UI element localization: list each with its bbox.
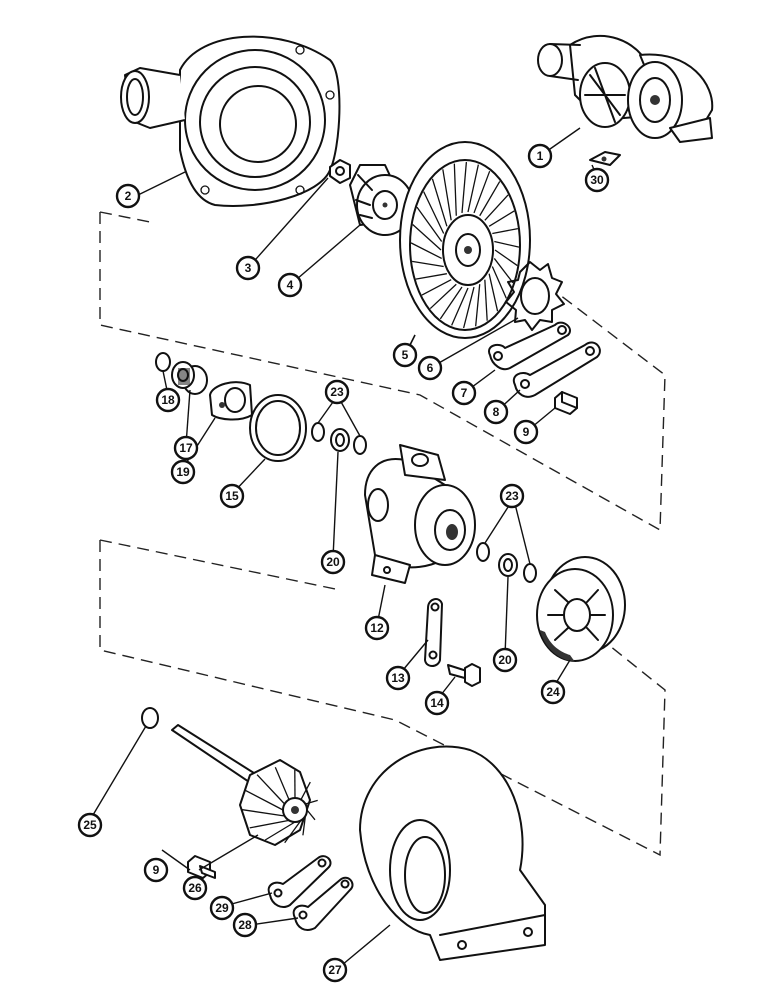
callout-12: 12: [364, 615, 390, 641]
callout-2: 2: [115, 183, 141, 209]
backplate-5: [399, 141, 531, 339]
callout-20-lower: 20: [492, 647, 518, 673]
heat-shroud-24: [536, 556, 626, 662]
bolt-14: [447, 663, 481, 687]
seal-ring-15: [249, 394, 307, 462]
bearing-20-lower: [498, 553, 518, 577]
turbine-housing: [359, 745, 546, 961]
dashed-group-outline-lower: [99, 540, 666, 857]
callout-14: 14: [424, 690, 450, 716]
callout-6: 6: [417, 355, 443, 381]
compressor-wheel: [349, 164, 414, 236]
callout-27: 27: [322, 957, 348, 983]
callout-4: 4: [277, 272, 303, 298]
callout-26: 26: [182, 875, 208, 901]
snap-ring-25: [141, 707, 159, 729]
lock-plate-29: [267, 855, 332, 908]
bolt-9-lower: [187, 855, 216, 879]
callout-8: 8: [483, 399, 509, 425]
dashed-group-outline-upper: [99, 212, 666, 532]
retaining-ring-23-a: [311, 422, 325, 442]
thrust-collar-17: [171, 361, 208, 395]
svg-text:25: 25: [83, 818, 97, 832]
bearing-20-upper: [330, 428, 350, 452]
callout-9-upper: 9: [513, 419, 539, 445]
callout-3: 3: [235, 255, 261, 281]
svg-text:17: 17: [179, 441, 193, 455]
bolt-9-upper: [554, 391, 578, 415]
thrust-bearing-19: [209, 381, 253, 421]
svg-text:30: 30: [590, 173, 604, 187]
callout-23-lower: 23: [499, 483, 525, 509]
callout-7: 7: [451, 380, 477, 406]
shaft-turbine-wheel: [171, 724, 318, 846]
svg-text:23: 23: [505, 489, 519, 503]
svg-text:9: 9: [153, 863, 160, 877]
retaining-ring-23-b: [353, 435, 367, 455]
callout-30: 30: [584, 167, 610, 193]
svg-text:5: 5: [402, 348, 409, 362]
callout-17: 17: [173, 435, 199, 461]
callout-18: 18: [155, 387, 181, 413]
callout-25: 25: [77, 812, 103, 838]
callout-24: 24: [540, 679, 566, 705]
svg-text:6: 6: [427, 361, 434, 375]
turbocharger-assembly: [537, 35, 714, 143]
dashed-group-outline-lower-link: [99, 539, 341, 591]
callout-9-lower: 9: [143, 857, 169, 883]
lock-plate-28: [292, 876, 354, 931]
svg-text:15: 15: [225, 489, 239, 503]
svg-text:13: 13: [391, 671, 405, 685]
callout-5: 5: [392, 342, 418, 368]
svg-text:14: 14: [430, 696, 444, 710]
callout-23-upper: 23: [324, 379, 350, 405]
retaining-ring-23-d: [523, 563, 537, 583]
lock-plate-8: [512, 341, 601, 398]
retaining-ring-23-c: [476, 542, 490, 562]
svg-text:19: 19: [176, 465, 190, 479]
svg-text:3: 3: [245, 261, 252, 275]
compressor-housing: [120, 35, 341, 207]
gasket-30: [589, 151, 621, 166]
svg-text:7: 7: [461, 386, 468, 400]
svg-text:24: 24: [546, 685, 560, 699]
svg-text:20: 20: [498, 653, 512, 667]
svg-text:4: 4: [287, 278, 294, 292]
svg-text:23: 23: [330, 385, 344, 399]
svg-text:26: 26: [188, 881, 202, 895]
snap-ring-6: [505, 261, 565, 331]
svg-text:20: 20: [326, 555, 340, 569]
svg-text:27: 27: [328, 963, 342, 977]
svg-text:8: 8: [493, 405, 500, 419]
bearing-housing: [364, 444, 476, 584]
svg-text:12: 12: [370, 621, 384, 635]
lock-plate-13: [424, 598, 443, 667]
svg-text:28: 28: [238, 918, 252, 932]
svg-text:2: 2: [125, 189, 132, 203]
callout-28: 28: [232, 912, 258, 938]
callout-29: 29: [209, 895, 235, 921]
callout-13: 13: [385, 665, 411, 691]
lock-plate-7: [488, 321, 571, 371]
leader-lines: [89, 127, 598, 966]
callout-20-upper: 20: [320, 549, 346, 575]
callout-19: 19: [170, 459, 196, 485]
svg-text:9: 9: [523, 425, 530, 439]
svg-text:18: 18: [161, 393, 175, 407]
snap-ring-18: [155, 352, 171, 372]
callout-15: 15: [219, 483, 245, 509]
locknut-3: [329, 159, 351, 184]
dashed-group-outline-upper-link: [99, 211, 151, 223]
svg-text:1: 1: [537, 149, 544, 163]
svg-text:29: 29: [215, 901, 229, 915]
callout-1: 1: [527, 143, 553, 169]
